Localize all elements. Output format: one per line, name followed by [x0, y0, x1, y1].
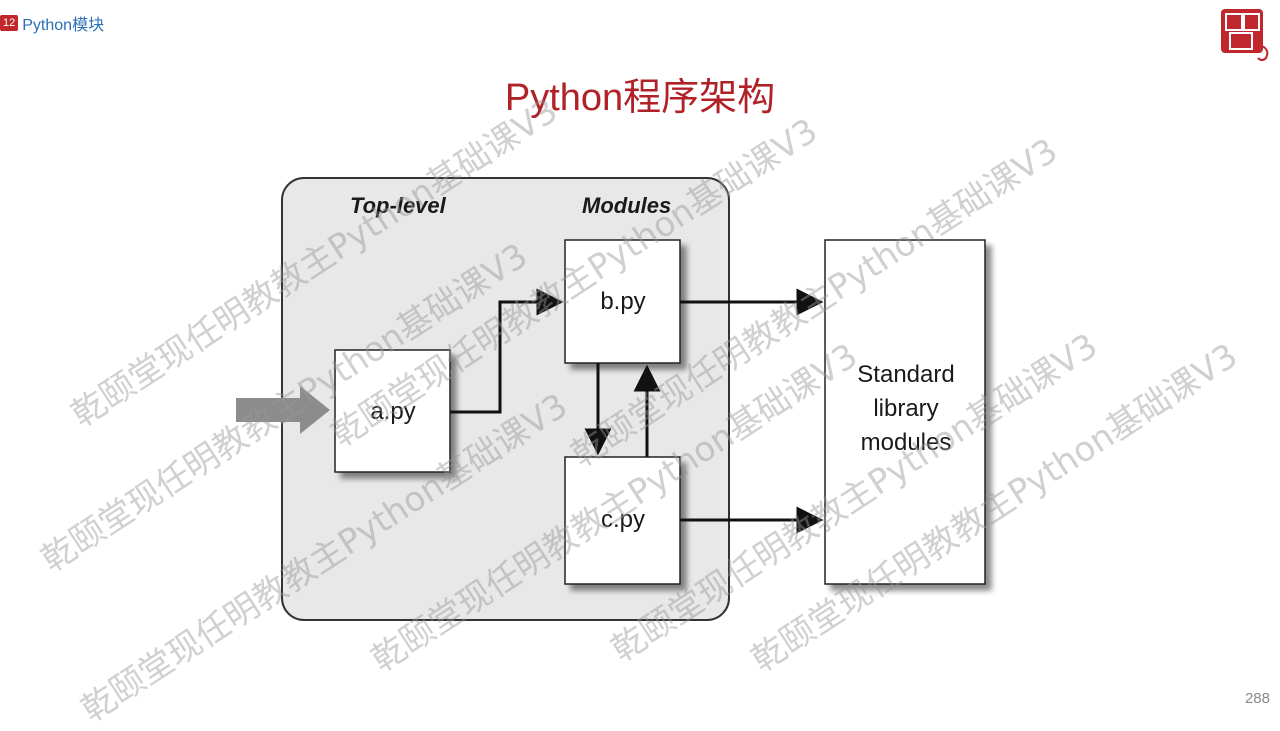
logo-seal	[1218, 6, 1274, 62]
header: 12 Python模块	[0, 11, 104, 35]
page-title: Python程序架构	[504, 77, 776, 119]
modules-label: Modules	[582, 193, 671, 218]
box-a-label: a.py	[370, 398, 415, 425]
page-badge: 12	[0, 15, 19, 31]
entry-arrow	[236, 386, 330, 434]
box-c-label: c.py	[601, 506, 645, 533]
stdlib-label-line3: modules	[861, 429, 952, 456]
box-c	[564, 456, 681, 585]
box-b	[564, 239, 681, 364]
top-level-label: Top-level	[350, 193, 447, 218]
section-title: Python模块	[22, 17, 105, 34]
seal-icon	[1221, 9, 1269, 61]
arrow-a-to-b	[450, 288, 564, 414]
box-b-label: b.py	[600, 288, 645, 315]
stdlib-label-line1: Standard	[857, 361, 954, 388]
page-number: 288	[1244, 690, 1270, 707]
stdlib-box	[824, 239, 986, 585]
stdlib-label-line2: library	[873, 395, 938, 422]
